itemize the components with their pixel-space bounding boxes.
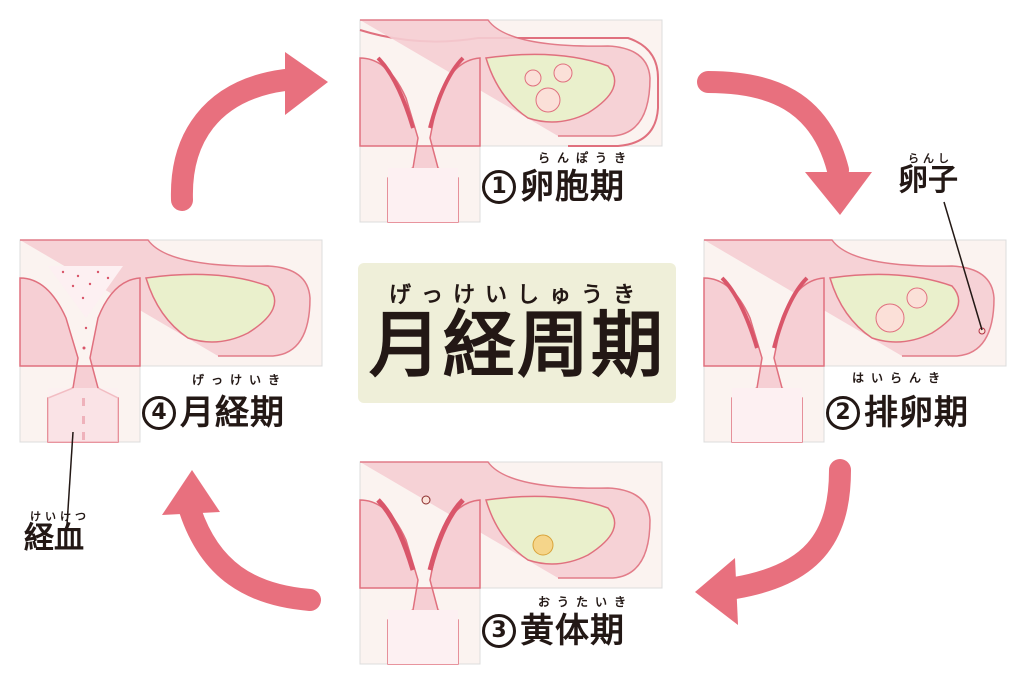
uterus-illustration-menstrual bbox=[19, 239, 323, 443]
callout-blood-ruby: けいけつ bbox=[30, 510, 90, 523]
callout-blood-label: 経血 bbox=[24, 521, 84, 556]
phase-1-number: 1 bbox=[482, 170, 516, 204]
phase-2-label: 2 排卵期 bbox=[826, 396, 969, 430]
panel-ovulation-phase: はいらんき 2 排卵期 bbox=[702, 238, 1012, 444]
phase-4-text: 月経期 bbox=[180, 393, 285, 433]
callout-egg-leader-line bbox=[943, 201, 983, 331]
arrow-4-to-1 bbox=[170, 52, 328, 211]
phase-3-label: 3 黄体期 bbox=[482, 614, 625, 648]
callout-egg: らんし 卵子 bbox=[898, 150, 958, 196]
uterus-illustration-ovulation bbox=[703, 239, 1007, 443]
phase-3-text: 黄体期 bbox=[520, 611, 625, 651]
arrow-2-to-3 bbox=[695, 459, 851, 625]
phase-2-ruby: はいらんき bbox=[852, 371, 948, 385]
callout-egg-label: 卵子 bbox=[898, 163, 958, 198]
panel-menstrual-phase: げっけいき 4 月経期 bbox=[18, 238, 328, 444]
callout-menstrual-blood: けいけつ 経血 bbox=[24, 508, 90, 554]
page-title: 月経周期 bbox=[368, 303, 665, 387]
arrow-3-to-4 bbox=[162, 470, 321, 611]
phase-1-label: 1 卵胞期 bbox=[482, 170, 625, 204]
callout-blood-leader-line bbox=[66, 431, 74, 526]
phase-3-ruby: おうたいき bbox=[538, 595, 634, 609]
uterus-illustration-follicular bbox=[359, 19, 663, 223]
title-ruby: げっけいしゅうき bbox=[388, 283, 645, 308]
uterus-illustration-luteal bbox=[359, 461, 663, 665]
panel-luteal-phase: おうたいき 3 黄体期 bbox=[358, 460, 668, 666]
arrow-1-to-2 bbox=[697, 71, 872, 215]
phase-2-text: 排卵期 bbox=[864, 393, 969, 433]
phase-1-ruby: らんぽうき bbox=[538, 151, 634, 165]
panel-follicular-phase: らんぽうき 1 卵胞期 bbox=[358, 18, 668, 224]
title-box: げっけいしゅうき 月経周期 bbox=[358, 263, 676, 403]
phase-4-number: 4 bbox=[142, 396, 176, 430]
phase-2-number: 2 bbox=[826, 396, 860, 430]
phase-4-label: 4 月経期 bbox=[142, 396, 285, 430]
phase-3-number: 3 bbox=[482, 614, 516, 648]
phase-1-text: 卵胞期 bbox=[520, 167, 625, 207]
callout-egg-ruby: らんし bbox=[908, 152, 953, 165]
phase-4-ruby: げっけいき bbox=[192, 373, 288, 387]
